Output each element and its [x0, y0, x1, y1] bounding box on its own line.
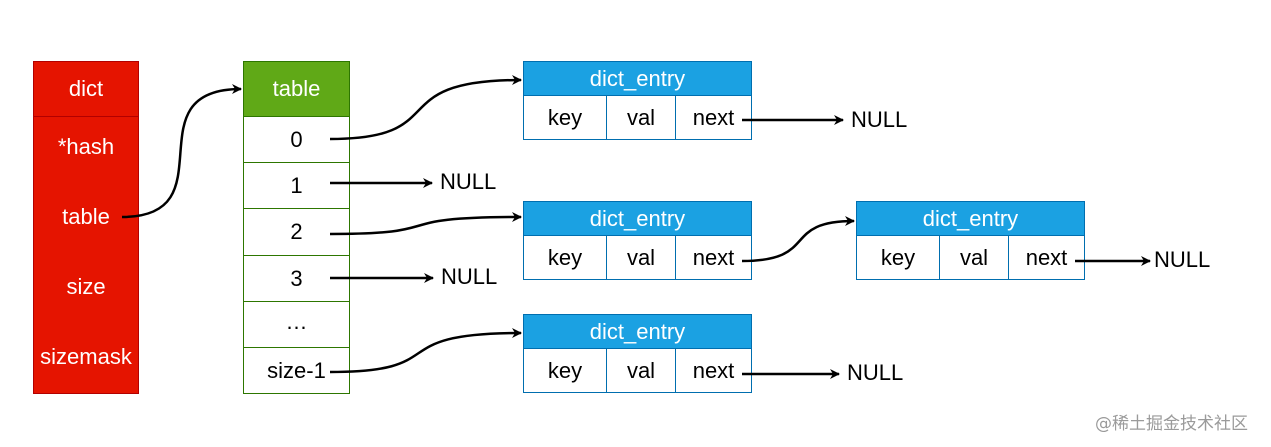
dict-field-table: table: [62, 204, 110, 229]
entry-val: val: [607, 349, 676, 392]
null-label: NULL: [441, 264, 498, 289]
entry-key: key: [524, 236, 607, 279]
table-bucket-2: 2: [244, 209, 349, 256]
arrow-entry-next-entry: [741, 216, 855, 263]
dict-entry: dict_entry key val next: [523, 314, 752, 393]
table-bucket-1: 1: [244, 163, 349, 209]
dict-entry: dict_entry key val next: [523, 201, 752, 280]
entry-key: key: [524, 349, 607, 392]
watermark: @稀土掘金技术社区: [1095, 414, 1248, 434]
null-label: NULL: [847, 360, 904, 385]
entry-next: next: [692, 105, 735, 130]
null-label: NULL: [1154, 247, 1211, 272]
dict-field-hash: *hash: [57, 134, 115, 159]
entry-next: next: [1025, 245, 1068, 270]
dict-entry: dict_entry key val next: [856, 201, 1085, 280]
entry-key: key: [524, 96, 607, 139]
entry-val: val: [607, 96, 676, 139]
entry-title: dict_entry: [524, 202, 751, 236]
entry-next: next: [692, 245, 735, 270]
dict-title: dict: [34, 62, 138, 117]
table-bucket-last: size-1: [267, 358, 326, 383]
dict-struct: dict *hash table size sizemask: [33, 61, 139, 394]
hash-table: table 0 1 2 3 … size-1: [243, 61, 350, 394]
entry-val: val: [607, 236, 676, 279]
entry-val: val: [940, 236, 1009, 279]
dict-field-sizemask: sizemask: [40, 344, 132, 369]
entry-title: dict_entry: [524, 315, 751, 349]
table-title: table: [244, 62, 349, 117]
table-bucket-ellipsis: …: [244, 302, 349, 348]
dict-field-size: size: [66, 274, 106, 299]
dict-entry: dict_entry key val next: [523, 61, 752, 140]
arrow-bucket2-to-entry: [329, 212, 522, 236]
table-bucket-3: 3: [244, 256, 349, 302]
null-label: NULL: [851, 107, 908, 132]
arrow-dict-to-table: [121, 84, 242, 219]
entry-title: dict_entry: [524, 62, 751, 96]
arrow-lastbucket-to-entry: [329, 328, 522, 374]
null-label: NULL: [440, 169, 497, 194]
arrow-bucket0-to-entry: [329, 75, 522, 141]
entry-key: key: [857, 236, 940, 279]
entry-title: dict_entry: [857, 202, 1084, 236]
entry-next: next: [692, 358, 735, 383]
table-bucket-0: 0: [244, 117, 349, 163]
